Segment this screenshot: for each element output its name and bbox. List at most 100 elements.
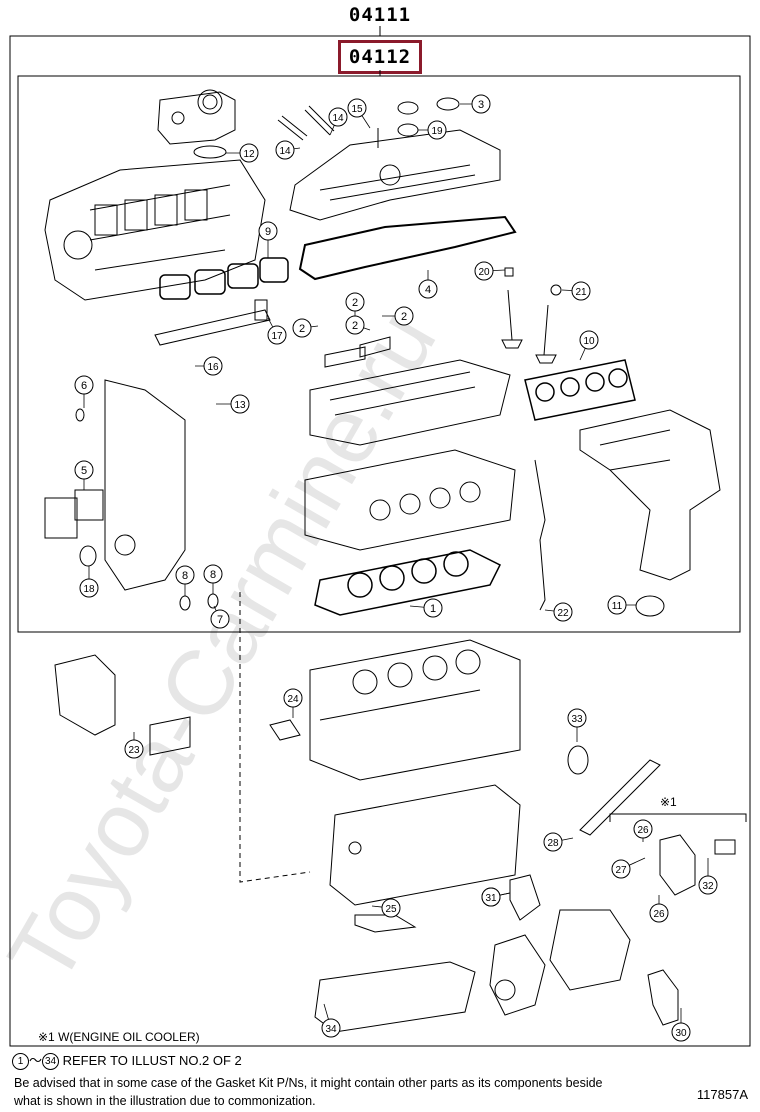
callout-circle (124, 739, 144, 759)
advisory-note: Be advised that in some case of the Gask… (14, 1076, 603, 1108)
cylinder-head-drawing (304, 449, 516, 551)
sub-kit-frame (17, 75, 741, 633)
callout-circle (471, 94, 491, 114)
callout-circle (210, 609, 230, 629)
callout-leaders (83, 103, 709, 1032)
callout-number: 21 (575, 287, 587, 298)
callout-circle (203, 564, 223, 584)
callout-34[interactable]: 34 (321, 1018, 341, 1038)
oil-pan-upper-drawing (329, 784, 521, 906)
callout-number: 14 (332, 113, 344, 124)
oil-pump-drawing (489, 934, 546, 1016)
callout-circle (567, 708, 587, 728)
callout-8[interactable]: 8 (203, 564, 223, 584)
callout-4[interactable]: 4 (418, 279, 438, 299)
callout-20[interactable]: 20 (474, 261, 494, 281)
throttle-body-drawing (157, 89, 236, 145)
callout-19[interactable]: 19 (427, 120, 447, 140)
callout-circle (418, 279, 438, 299)
callout-number: 3 (478, 99, 484, 111)
callout-14[interactable]: 14 (275, 140, 295, 160)
callout-number: 25 (385, 904, 397, 915)
oil-pan-lower-drawing (314, 961, 476, 1033)
callout-7[interactable]: 7 (210, 609, 230, 629)
callout-circle (345, 315, 365, 335)
callout-circle (275, 140, 295, 160)
rear-oil-seal-drawing (567, 745, 589, 775)
callout-22[interactable]: 22 (553, 602, 573, 622)
oring-18-drawing (79, 545, 97, 567)
callout-26[interactable]: 26 (633, 819, 653, 839)
callout-21[interactable]: 21 (571, 281, 591, 301)
ref-start-circle: 1 (12, 1053, 29, 1071)
callout-circle (698, 875, 718, 895)
callout-circle (345, 292, 365, 312)
callout-18[interactable]: 18 (79, 578, 99, 598)
head-gasket-drawing (314, 549, 502, 616)
seal-6-drawing (75, 408, 85, 422)
callout-circle (283, 688, 303, 708)
ref-text: REFER TO ILLUST NO.2 OF 2 (59, 1053, 242, 1068)
callout-9[interactable]: 9 (258, 221, 278, 241)
callout-33[interactable]: 33 (567, 708, 587, 728)
callout-number: 22 (557, 608, 569, 619)
callout-1[interactable]: 1 (423, 598, 443, 618)
dipstick-guide-drawing (534, 459, 546, 611)
callout-32[interactable]: 32 (698, 875, 718, 895)
water-pump-drawing (549, 909, 631, 991)
callout-circle (579, 330, 599, 350)
callout-2[interactable]: 2 (345, 315, 365, 335)
callout-number: 14 (279, 146, 291, 157)
callout-17[interactable]: 17 (267, 325, 287, 345)
callout-number: 31 (485, 893, 497, 904)
callout-24[interactable]: 24 (283, 688, 303, 708)
callout-circle (267, 325, 287, 345)
callout-6[interactable]: 6 (74, 375, 94, 395)
callout-27[interactable]: 27 (611, 859, 631, 879)
callout-28[interactable]: 28 (543, 832, 563, 852)
callout-number: 2 (299, 323, 305, 335)
oring-8b-drawing (207, 593, 219, 609)
callout-circle (481, 887, 501, 907)
callout-5[interactable]: 5 (74, 460, 94, 480)
kit-code-label[interactable]: 04111 (348, 4, 412, 26)
callout-2[interactable]: 2 (292, 318, 312, 338)
cover-gasket-23-drawing (54, 654, 116, 736)
callout-2[interactable]: 2 (345, 292, 365, 312)
callout-number: 18 (83, 584, 95, 595)
callout-12[interactable]: 12 (239, 143, 259, 163)
reference-note: 1～34 REFER TO ILLUST NO.2 OF 2 (12, 1050, 242, 1071)
callout-8[interactable]: 8 (175, 565, 195, 585)
callout-14[interactable]: 14 (328, 107, 348, 127)
callout-circle (633, 819, 653, 839)
callout-number: 5 (81, 465, 87, 477)
callout-3[interactable]: 3 (471, 94, 491, 114)
callout-circle (553, 602, 573, 622)
callout-16[interactable]: 16 (203, 356, 223, 376)
oil-cooler-mark: ※1 (660, 795, 677, 809)
ref-tilde: ～ (29, 1053, 43, 1068)
callout-circle (543, 832, 563, 852)
callout-circle (571, 281, 591, 301)
callout-circle (230, 394, 250, 414)
ref-end-circle: 34 (42, 1053, 60, 1071)
callout-2[interactable]: 2 (394, 306, 414, 326)
callout-23[interactable]: 23 (124, 739, 144, 759)
callout-number: 4 (425, 284, 431, 296)
water-gasket-drawing (44, 489, 104, 539)
callout-26[interactable]: 26 (649, 903, 669, 923)
callout-circle (239, 143, 259, 163)
callout-25[interactable]: 25 (381, 898, 401, 918)
dashed-leader (239, 592, 311, 883)
callout-circle (347, 98, 367, 118)
water-pump-gasket-drawing (509, 874, 541, 921)
callout-10[interactable]: 10 (579, 330, 599, 350)
callout-30[interactable]: 30 (671, 1022, 691, 1042)
callout-11[interactable]: 11 (607, 595, 627, 615)
callout-15[interactable]: 15 (347, 98, 367, 118)
callout-31[interactable]: 31 (481, 887, 501, 907)
cylinder-head-cover-drawing (289, 129, 501, 221)
callout-number: 15 (351, 104, 363, 115)
callout-13[interactable]: 13 (230, 394, 250, 414)
